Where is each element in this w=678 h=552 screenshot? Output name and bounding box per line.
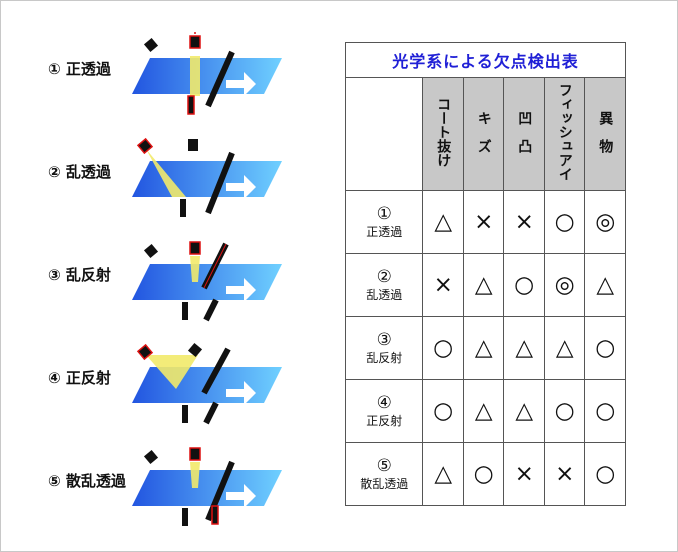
camera-icon	[143, 37, 159, 53]
method-1: ① 正透過	[0, 32, 320, 122]
light-source-icon	[136, 137, 154, 155]
table-cell: △	[584, 253, 626, 317]
column-header: 凹 凸	[503, 77, 545, 191]
camera-icon	[143, 243, 159, 259]
arrow-icon	[226, 72, 256, 96]
method-label: ② 乱透過	[48, 163, 111, 181]
method-3: ③ 乱反射	[0, 238, 320, 328]
table-row: ① 正透過 △ × × ○ ◎	[344, 190, 626, 254]
table-cell: ×	[543, 442, 586, 506]
method-label: ④ 正反射	[48, 369, 111, 387]
optics-diagram-regular-transmission	[132, 32, 282, 115]
row-header: ⑤ 散乱透過	[344, 442, 424, 506]
camera-icon	[188, 139, 198, 151]
arrow-icon	[226, 381, 256, 405]
table-cell: △	[503, 316, 545, 380]
method-label: ⑤ 散乱透過	[48, 472, 126, 490]
table-cell: ○	[584, 442, 626, 506]
table-cell: ×	[422, 253, 464, 317]
table-cell: ×	[503, 442, 545, 506]
table-row: ② 乱透過 × △ ○ ◎ △	[344, 253, 626, 317]
table-corner	[344, 77, 424, 191]
scatter-receiver-icon	[211, 505, 219, 525]
table-cell: ○	[422, 379, 464, 443]
table-cell: ○	[503, 253, 545, 317]
optics-diagram-regular-reflection	[132, 342, 282, 425]
table-cell: △	[503, 379, 545, 443]
table-row: ⑤ 散乱透過 △ ○ × × ○	[344, 442, 626, 506]
arrow-icon	[226, 175, 256, 199]
table-cell: ○	[543, 190, 586, 254]
row-header: ③ 乱反射	[344, 316, 424, 380]
light-beam	[146, 355, 198, 389]
light-beam	[190, 462, 200, 488]
table-cell: ○	[422, 316, 464, 380]
camera-icon	[143, 449, 159, 465]
sheet	[132, 58, 282, 94]
receiver-icon	[187, 95, 195, 115]
table-cell: △	[422, 190, 464, 254]
method-2: ② 乱透過	[0, 135, 320, 225]
row-header: ② 乱透過	[344, 253, 424, 317]
table-cell: ○	[584, 316, 626, 380]
table-cell: △	[462, 316, 505, 380]
column-header: キ ズ	[462, 77, 505, 191]
table-cell: △	[462, 379, 505, 443]
column-header: コート抜け	[422, 77, 464, 191]
column-header: フィッシュアイ	[543, 77, 586, 191]
table-cell: ◎	[543, 253, 586, 317]
sheet	[132, 161, 282, 197]
bar-sensor-icon	[201, 347, 231, 395]
light-source-icon	[189, 447, 201, 461]
bar-receiver-icon	[203, 401, 219, 425]
receiver-icon	[182, 302, 188, 320]
table-cell: ◎	[584, 190, 626, 254]
table-cell: △	[422, 442, 464, 506]
receiver-icon	[182, 405, 188, 423]
receiver-icon	[182, 508, 188, 526]
bar-sensor-icon	[205, 151, 235, 215]
receiver-icon	[180, 199, 186, 217]
table-row: ③ 乱反射 ○ △ △ △ ○	[344, 316, 626, 380]
row-header: ④ 正反射	[344, 379, 424, 443]
light-source-icon	[189, 241, 201, 255]
column-header: 異 物	[584, 77, 626, 191]
table-title: 光学系による欠点検出表	[345, 42, 626, 78]
light-beam	[190, 56, 200, 96]
light-source-icon	[189, 35, 201, 49]
table-cell: ×	[462, 190, 505, 254]
optics-diagram-scattered-transmission	[132, 447, 282, 526]
table-cell: △	[462, 253, 505, 317]
table-cell: ○	[584, 379, 626, 443]
light-beam	[190, 256, 200, 282]
sheet	[132, 470, 282, 506]
arrow-icon	[226, 278, 256, 302]
optics-diagram-diffuse-reflection	[132, 241, 282, 322]
table-cell: ○	[543, 379, 586, 443]
bar-sensor-icon	[205, 50, 235, 108]
table-row: ④ 正反射 ○ △ △ ○ ○	[344, 379, 626, 443]
arrow-icon	[226, 484, 256, 508]
method-label: ③ 乱反射	[48, 266, 111, 284]
light-source-icon	[136, 343, 154, 361]
method-5: ⑤ 散乱透過	[0, 444, 320, 534]
optics-diagram-diffuse-transmission	[132, 137, 282, 217]
method-diagrams: ① 正透過 ② 乱透過	[0, 0, 320, 552]
method-label: ① 正透過	[48, 60, 111, 78]
bar-receiver-icon	[203, 298, 219, 322]
row-header: ① 正透過	[344, 190, 424, 254]
table-cell: △	[543, 316, 586, 380]
defect-detection-table: 光学系による欠点検出表 コート抜け キ ズ 凹 凸 フィッシュアイ 異 物 ① …	[344, 42, 626, 506]
table-cell: ○	[462, 442, 505, 506]
camera-icon	[187, 342, 203, 358]
light-beam	[146, 149, 186, 197]
method-4: ④ 正反射	[0, 341, 320, 431]
table-cell: ×	[503, 190, 545, 254]
